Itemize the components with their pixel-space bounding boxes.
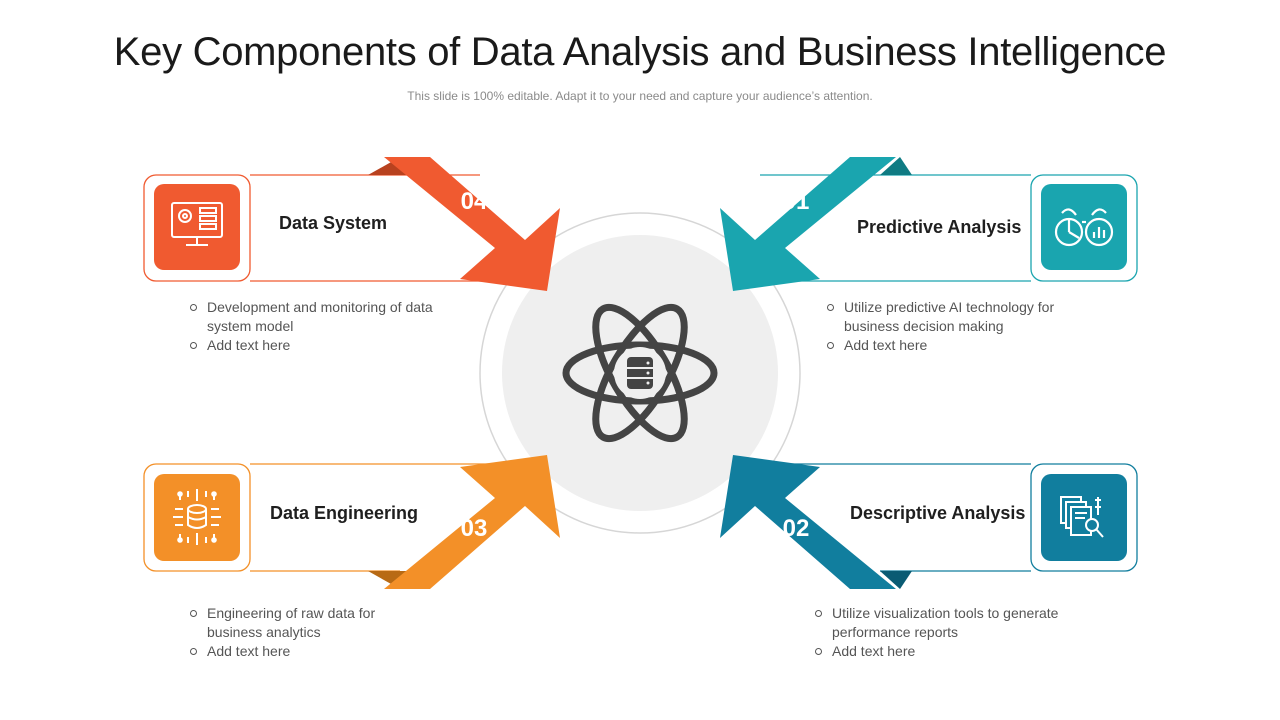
arrow-03: [368, 455, 560, 589]
hub-outer-ring: [479, 212, 801, 534]
bullet-item: Development and monitoring of data syste…: [189, 298, 479, 336]
monitor-settings-icon: [171, 202, 223, 246]
bullets-data-engineering: Engineering of raw data for business ana…: [189, 604, 419, 661]
report-magnifier-icon: [1060, 496, 1104, 538]
bullet-item: Add text here: [826, 336, 1086, 355]
bullet-item: Utilize visualization tools to generate …: [814, 604, 1084, 642]
bullet-item: Add text here: [189, 642, 419, 661]
bullet-item: Utilize predictive AI technology for bus…: [826, 298, 1086, 336]
arrow-02: [720, 455, 912, 589]
label-data-engineering: Data Engineering: [270, 503, 419, 523]
bullets-descriptive: Utilize visualization tools to generate …: [814, 604, 1084, 661]
bullet-item: Engineering of raw data for business ana…: [189, 604, 419, 642]
slide-subtitle: This slide is 100% editable. Adapt it to…: [407, 89, 873, 103]
step-number-04: 04: [460, 188, 488, 215]
binoculars-chart-icon: [1054, 208, 1114, 247]
card-predictive: [740, 174, 1138, 282]
arrow-04: [368, 157, 560, 291]
card-data-system: [143, 174, 520, 282]
bullets-data-system: Development and monitoring of data syste…: [189, 298, 479, 355]
slide-title: Key Components of Data Analysis and Busi…: [113, 30, 1167, 74]
atom-database-icon: [562, 303, 718, 443]
center-database-glyph: [614, 347, 666, 399]
label-data-system: Data System: [279, 213, 388, 233]
bullet-item: Add text here: [189, 336, 479, 355]
step-number-01: 01: [782, 188, 810, 215]
label-predictive-analysis: Predictive Analysis: [857, 217, 1022, 237]
step-number-03: 03: [460, 515, 488, 542]
database-circuit-icon: [173, 489, 221, 545]
bullet-item: Add text here: [814, 642, 1084, 661]
bullets-predictive: Utilize predictive AI technology for bus…: [826, 298, 1086, 355]
label-descriptive-analysis: Descriptive Analysis: [850, 503, 1026, 523]
arrow-01: [720, 157, 912, 291]
step-number-02: 02: [782, 515, 810, 542]
